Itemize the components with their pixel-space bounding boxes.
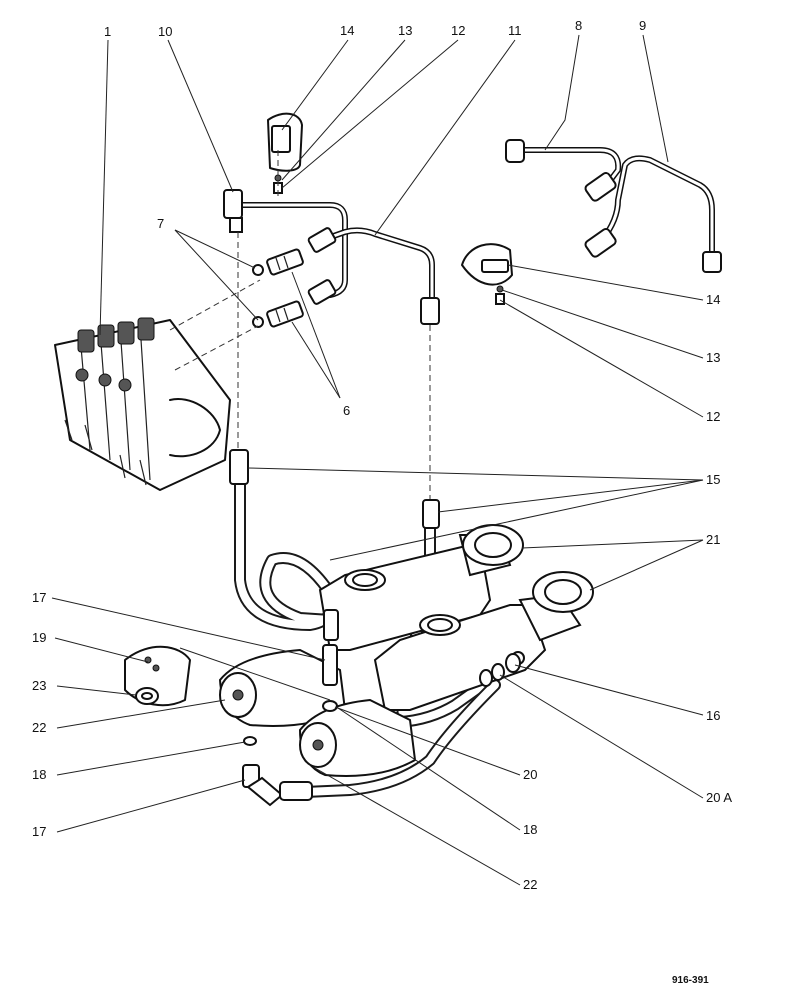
- callout-17-upper: 17: [32, 590, 46, 605]
- steel-pipe-assembly: [223, 189, 440, 325]
- callout-15: 15: [706, 472, 720, 487]
- seals-and-fittings: [124, 644, 521, 807]
- callout-8: 8: [575, 18, 582, 33]
- callout-19: 19: [32, 630, 46, 645]
- accumulator-left: [218, 648, 347, 727]
- pipe-clamp-right: [461, 243, 513, 305]
- leader-lines: [51, 34, 704, 886]
- callout-18-left: 18: [32, 767, 46, 782]
- pipe-8: [505, 139, 622, 202]
- callout-16: 16: [706, 708, 720, 723]
- pipe-9: [584, 155, 722, 273]
- callout-14-right: 14: [706, 292, 720, 307]
- callout-1: 1: [104, 24, 111, 39]
- callout-13-right: 13: [706, 350, 720, 365]
- callout-6: 6: [343, 403, 350, 418]
- callout-12-right: 12: [706, 409, 720, 424]
- callout-10: 10: [158, 24, 172, 39]
- callout-13-top: 13: [398, 23, 412, 38]
- adapters-and-seals: [252, 248, 304, 328]
- accumulator-right: [298, 698, 417, 777]
- callout-labels: 1 10 14 13 12 11 8 9 7 14 13 12 6 15 21 …: [32, 18, 732, 892]
- control-valve-block: [54, 317, 231, 491]
- figure-reference-number: 916-391: [672, 975, 709, 986]
- callout-17-lower: 17: [32, 824, 46, 839]
- callout-12-top: 12: [451, 23, 465, 38]
- callout-14-top: 14: [340, 23, 354, 38]
- callout-23: 23: [32, 678, 46, 693]
- callout-7: 7: [157, 216, 164, 231]
- callout-21: 21: [706, 532, 720, 547]
- assembly-centerlines: [169, 150, 431, 505]
- callout-18-right: 18: [523, 822, 537, 837]
- callout-20: 20: [523, 767, 537, 782]
- callout-22-bottom: 22: [523, 877, 537, 892]
- callout-9: 9: [639, 18, 646, 33]
- callout-11: 11: [508, 23, 522, 38]
- callout-22-left: 22: [32, 720, 46, 735]
- callout-20a: 20 A: [706, 790, 732, 805]
